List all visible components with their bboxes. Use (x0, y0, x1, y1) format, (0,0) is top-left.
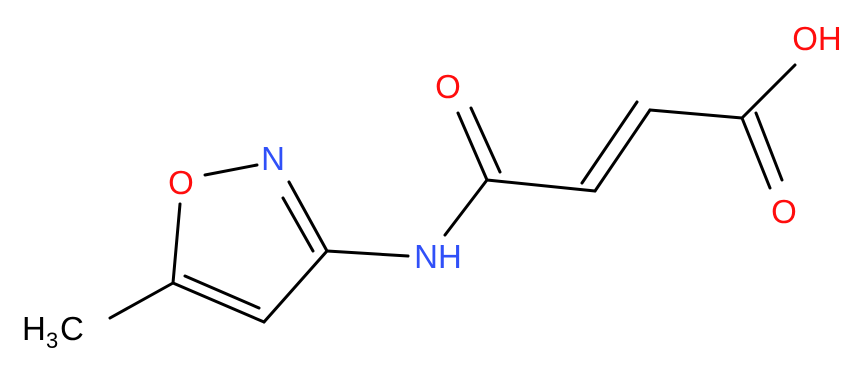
ring-oxygen-label: O (168, 164, 194, 201)
bond-vinyl-double-inner (580, 100, 639, 185)
bond-vinyl-acid (648, 108, 744, 120)
bond-o1-n2 (203, 163, 259, 177)
methyl-c-label: C (60, 310, 84, 347)
bond-acid-oh (740, 63, 797, 120)
bond-amide-o-inner (469, 106, 502, 174)
amide-nh-label: NH (414, 238, 462, 275)
bond-c5-o1 (171, 202, 182, 285)
bond-n2-c3 (287, 180, 329, 253)
acid-hydroxyl-label: OH (792, 20, 842, 57)
bond-amide-vinyl (485, 178, 597, 193)
ring-nitrogen-label: N (261, 140, 285, 177)
bond-c4-c5 (171, 281, 266, 324)
bond-c4-c5-inner (183, 274, 261, 310)
bonds (108, 63, 797, 324)
bond-acid-o-inner (754, 111, 784, 182)
bond-vinyl-double (593, 108, 652, 193)
acid-oxygen-label: O (771, 193, 797, 230)
methyl-h-label: H (22, 310, 46, 347)
bond-c3-nh (325, 249, 410, 258)
bond-c3-c4 (262, 249, 329, 324)
bond-methyl-c5 (108, 281, 175, 320)
atom-labels: H 3 C O N NH O OH O (22, 20, 842, 353)
bond-n2-c3-inner (281, 196, 315, 253)
methyl-subscript-label: 3 (46, 328, 58, 353)
amide-oxygen-label: O (435, 68, 461, 105)
bond-amide-o (456, 111, 489, 182)
bond-nh-amide (443, 178, 489, 237)
bond-acid-o (740, 116, 772, 190)
